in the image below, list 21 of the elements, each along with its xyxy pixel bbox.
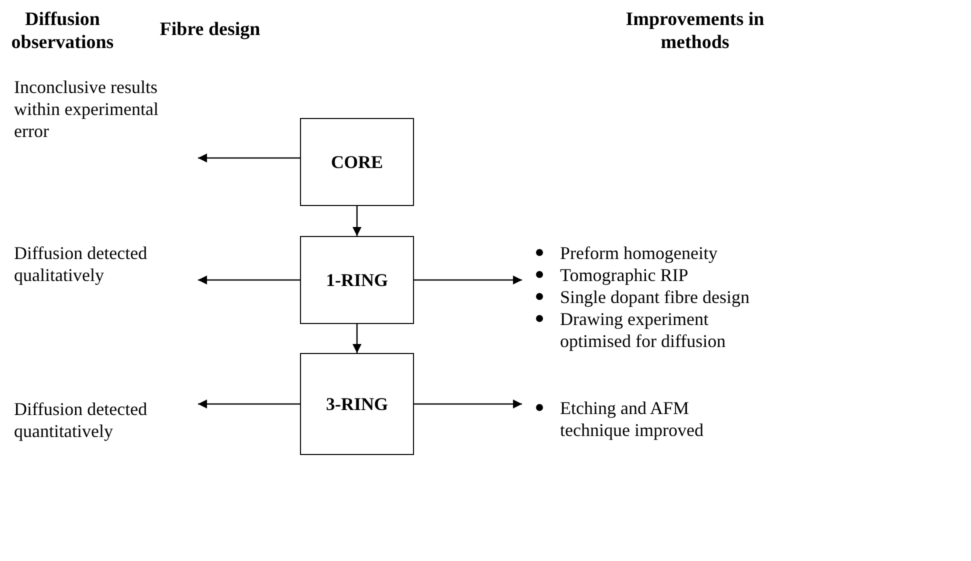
arrow [198, 400, 300, 408]
bullet-item: Tomographic RIP [522, 264, 820, 286]
process-box: 1-RING [300, 236, 414, 324]
process-box: CORE [300, 118, 414, 206]
column-heading: Improvements in methods [624, 8, 766, 54]
arrow [352, 324, 362, 353]
arrow [414, 400, 522, 408]
process-box: 3-RING [300, 353, 414, 455]
arrow [352, 206, 362, 236]
observation-text: Diffusion detected qualitatively [14, 242, 148, 286]
arrow [414, 276, 522, 284]
column-heading: Diffusion observations [10, 8, 115, 54]
arrow [198, 154, 300, 162]
bullet-item: Drawing experiment optimised for diffusion [522, 308, 750, 352]
observation-text: Inconclusive results within experimental error [14, 76, 160, 142]
column-heading: Fibre design [158, 18, 262, 41]
observation-text: Diffusion detected quantitatively [14, 398, 148, 442]
bullet-item: Single dopant fibre design [522, 286, 820, 308]
bullet-item: Etching and AFM technique improved [522, 397, 750, 441]
arrow [198, 276, 300, 284]
bullet-item: Preform homogeneity [522, 242, 820, 264]
